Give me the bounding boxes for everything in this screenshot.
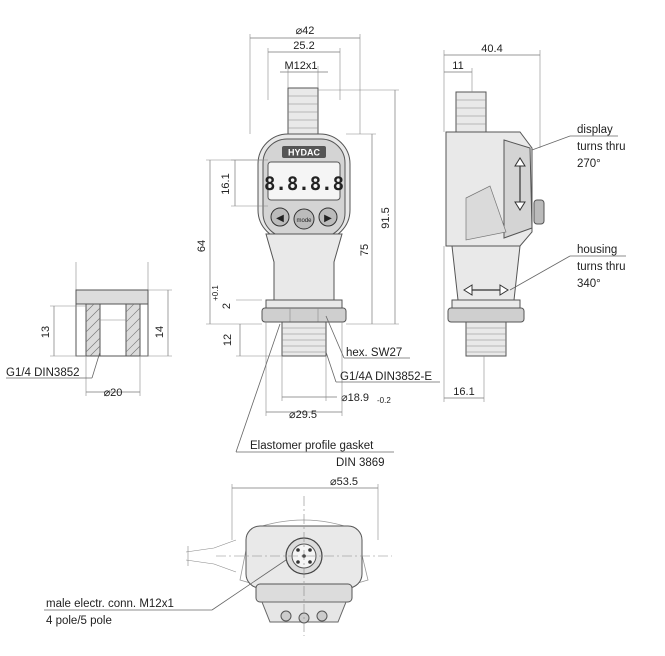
side-body xyxy=(451,245,521,301)
front-collar xyxy=(265,299,343,309)
key-left xyxy=(270,207,290,227)
label-connector-poles: 4 pole/5 pole xyxy=(46,615,112,627)
front-connector xyxy=(287,87,319,135)
dim-thread-12: 12 xyxy=(222,334,234,346)
label-thread-left: G1/4 DIN3852 xyxy=(6,367,80,379)
front-body xyxy=(265,233,343,301)
dim-dia-18-9: ⌀18.9 xyxy=(341,392,369,404)
side-key xyxy=(533,199,545,225)
side-dimensions: 40.4 11 16.1 xyxy=(443,43,541,402)
lcd-window xyxy=(267,161,341,201)
label-display: display xyxy=(577,124,613,136)
label-gasket-din: DIN 3869 xyxy=(336,457,385,469)
front-thread xyxy=(281,321,327,357)
label-hex: hex. SW27 xyxy=(346,347,402,359)
key-left-label: ◀ xyxy=(276,213,284,224)
dim-dia-29-5: ⌀29.5 xyxy=(289,409,317,421)
port-face xyxy=(75,289,149,305)
brand-text: HYDAC xyxy=(288,148,321,158)
label-housing: housing xyxy=(577,244,617,256)
label-housing-degrees: 340° xyxy=(577,278,601,290)
dim-offset-11: 11 xyxy=(452,60,463,72)
dim-depth-16-1: 16.1 xyxy=(453,386,474,398)
label-display-degrees: 270° xyxy=(577,158,601,170)
front-view: HYDAC 8.8.8.8 ◀ mode ▶ xyxy=(257,87,351,357)
label-display-turns: turns thru xyxy=(577,141,626,153)
side-thread xyxy=(465,321,507,357)
lcd-digits: 8.8.8.8 xyxy=(264,173,344,195)
side-connector xyxy=(455,91,487,133)
key-right-label: ▶ xyxy=(324,213,332,224)
bottom-dimensions: ⌀53.5 xyxy=(231,476,379,540)
dim-h13: 13 xyxy=(40,326,52,338)
dim-tol-18-9: -0.2 xyxy=(377,396,391,405)
side-display-bezel xyxy=(503,139,533,239)
dim-connector-thread: M12x1 xyxy=(284,60,317,72)
display-rotation-arrow xyxy=(514,157,526,211)
dim-height-75: 75 xyxy=(359,244,371,256)
dim-display-height: 16.1 xyxy=(220,173,232,194)
dim-dia-20: ⌀20 xyxy=(104,387,123,399)
housing-rotation-arrow xyxy=(463,284,509,296)
front-hex xyxy=(261,307,347,323)
dim-collar-2: 2 xyxy=(221,303,233,309)
side-hex xyxy=(447,307,525,323)
label-housing-turns: turns thru xyxy=(577,261,626,273)
brand-logo xyxy=(282,146,326,158)
dim-height-91-5: 91.5 xyxy=(380,207,392,228)
port-detail-view xyxy=(75,262,149,357)
dim-height-64: 64 xyxy=(196,240,208,252)
dim-overall-width: ⌀42 xyxy=(296,25,315,37)
label-connector: male electr. conn. M12x1 xyxy=(46,598,174,610)
bottom-view xyxy=(185,496,392,636)
front-dimensions: ⌀42 25.2 M12x1 16.1 64 +0.1 2 12 75 91.5 xyxy=(196,25,399,421)
port-dimensions: 13 14 ⌀20 xyxy=(40,289,172,399)
side-view xyxy=(445,91,545,357)
port-wall-left xyxy=(85,303,101,357)
key-mode-label: mode xyxy=(296,218,312,224)
label-gasket: Elastomer profile gasket xyxy=(250,440,374,452)
dim-body-width: 25.2 xyxy=(293,40,314,52)
key-right xyxy=(318,207,338,227)
dim-dia-53-5: ⌀53.5 xyxy=(330,476,358,488)
dim-width-40-4: 40.4 xyxy=(481,43,502,55)
key-mode xyxy=(293,208,315,230)
label-thread-main: G1/4A DIN3852-E xyxy=(340,371,432,383)
dim-h14: 14 xyxy=(154,326,166,338)
side-collar xyxy=(451,299,521,309)
dim-tol: +0.1 xyxy=(211,285,220,301)
